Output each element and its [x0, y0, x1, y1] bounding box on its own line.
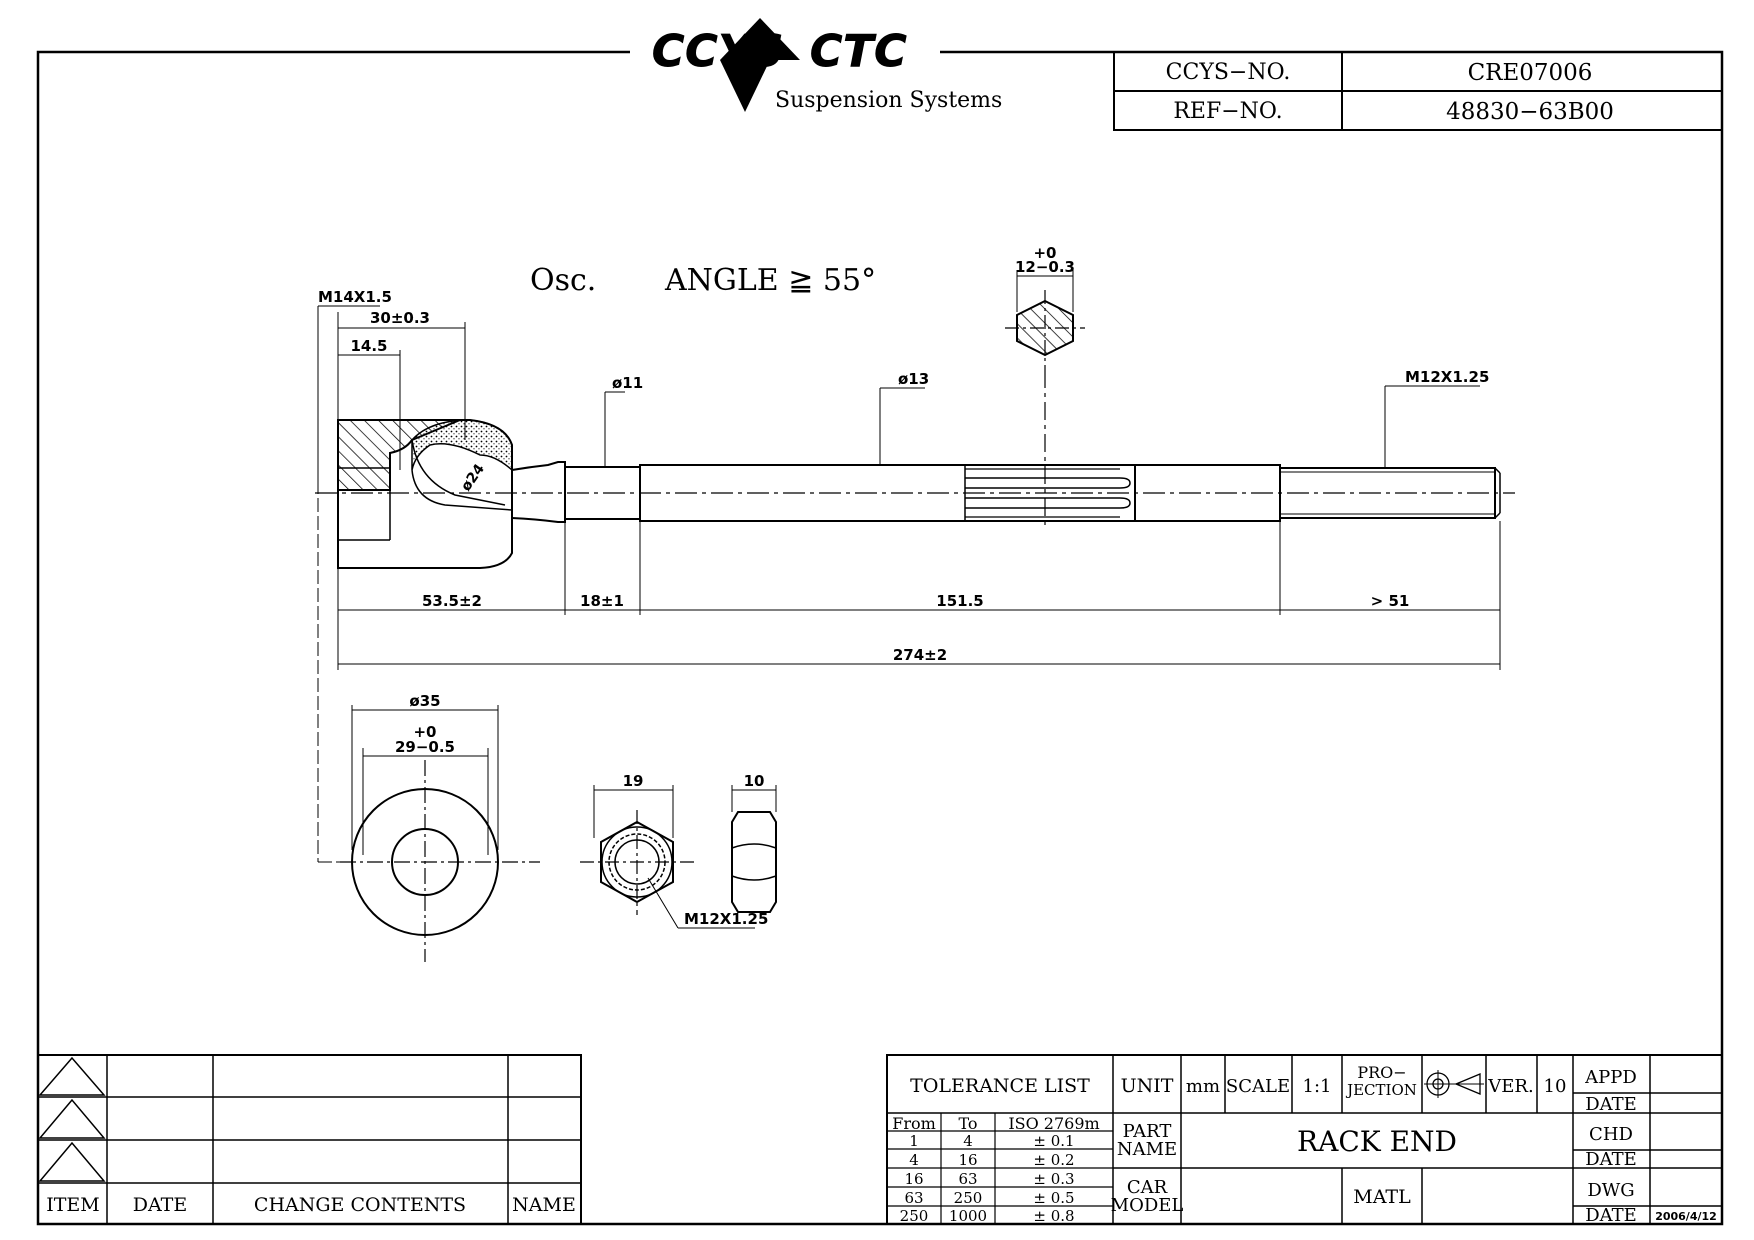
tolerance-rows: 1 4 ± 0.1 4 16 ± 0.2 16 63 ± 0.3 63 250 …	[900, 1132, 1075, 1225]
logo-tagline: Suspension Systems	[775, 88, 1002, 113]
nut-width: 19	[623, 772, 644, 790]
tolerance-title: TOLERANCE LIST	[910, 1075, 1090, 1097]
nut-side-view: 10	[731, 772, 777, 913]
ref-no-value: 48830−63B00	[1446, 99, 1614, 125]
header-table: CCYS−NO. CRE07006 REF−NO. 48830−63B00	[1113, 51, 1723, 131]
lower-dimensions: 53.5±2 18±1 151.5 > 51 274±2	[317, 480, 1501, 863]
projection-label-1: PRO−	[1357, 1063, 1406, 1082]
unit-label: UNIT	[1121, 1075, 1174, 1097]
dim-14-5: 14.5	[350, 337, 387, 355]
tol-cell: 1000	[949, 1207, 987, 1225]
rev-header-date: DATE	[133, 1194, 187, 1216]
part-name-value: RACK END	[1297, 1125, 1457, 1158]
upper-dimensions: M14X1.5 30±0.3 14.5 ø11 ø13 M12X1.25	[317, 288, 1489, 480]
svg-text:CCYS: CCYS	[652, 26, 784, 77]
ccys-no-value: CRE07006	[1468, 60, 1593, 86]
matl-label: MATL	[1353, 1186, 1411, 1208]
tol-cell: ± 0.2	[1033, 1151, 1074, 1169]
tol-cell: ± 0.1	[1033, 1132, 1074, 1150]
scale-label: SCALE	[1226, 1076, 1290, 1097]
dwg-date-value: 2006/4/12	[1655, 1210, 1717, 1223]
nut-thickness: 10	[744, 772, 765, 790]
thread-right-label: M12X1.25	[1405, 368, 1489, 386]
unit-value: mm	[1186, 1076, 1220, 1097]
dim-274: 274±2	[893, 646, 947, 664]
ccys-no-label: CCYS−NO.	[1166, 60, 1291, 85]
tol-header-from: From	[892, 1114, 936, 1133]
tol-cell: 16	[904, 1170, 923, 1188]
tol-cell: 4	[909, 1151, 919, 1169]
appd-date-label: DATE	[1585, 1094, 1637, 1115]
rev-header-item: ITEM	[46, 1194, 100, 1216]
rev-header-change: CHANGE CONTENTS	[254, 1194, 466, 1216]
revision-table: ITEM DATE CHANGE CONTENTS NAME	[37, 1054, 582, 1225]
rev-header-name: NAME	[512, 1194, 576, 1216]
tol-cell: ± 0.3	[1033, 1170, 1074, 1188]
dim-phi24: ø24	[458, 461, 488, 494]
dim-phi11: ø11	[612, 374, 643, 392]
tol-cell: ± 0.5	[1033, 1189, 1074, 1207]
part-name-label-1: PART	[1123, 1121, 1172, 1142]
dim-phi13: ø13	[898, 370, 929, 388]
tol-cell: 63	[904, 1189, 923, 1207]
dim-53-5: 53.5±2	[422, 592, 482, 610]
company-logo: CCYS CTC Suspension Systems	[630, 18, 1002, 113]
car-model-label-1: CAR	[1127, 1177, 1168, 1198]
tol-cell: 16	[958, 1151, 977, 1169]
appd-label: APPD	[1584, 1067, 1637, 1088]
tol-header-iso: ISO 2769m	[1008, 1114, 1099, 1133]
thread-left-label: M14X1.5	[318, 288, 392, 306]
dim-18: 18±1	[580, 592, 624, 610]
projection-symbol-icon	[1424, 1070, 1484, 1098]
car-model-label-2: MODEL	[1111, 1195, 1184, 1216]
sheet-border	[36, 50, 1724, 1226]
angle-note: ANGLE ≧ 55°	[664, 263, 876, 298]
ref-no-label: REF−NO.	[1173, 99, 1282, 124]
projection-label-2: JECTION	[1345, 1081, 1417, 1099]
dim-30: 30±0.3	[370, 309, 430, 327]
dim-51: > 51	[1371, 592, 1410, 610]
washer-dimension: 29−0.5	[395, 738, 455, 756]
tol-cell: 1	[909, 1132, 919, 1150]
ball-socket-housing: ø24	[337, 419, 513, 569]
ver-label: VER.	[1487, 1076, 1533, 1097]
hex-section-view: +0 12−0.3	[1005, 244, 1085, 370]
tol-cell: 250	[900, 1207, 929, 1225]
dwg-label: DWG	[1587, 1180, 1634, 1201]
chd-label: CHD	[1589, 1124, 1633, 1145]
ver-value: 10	[1544, 1076, 1567, 1097]
tol-header-to: To	[958, 1114, 977, 1133]
chd-date-label: DATE	[1585, 1149, 1637, 1170]
part-name-label-2: NAME	[1117, 1139, 1177, 1160]
dwg-date-label: DATE	[1585, 1205, 1637, 1226]
title-block: TOLERANCE LIST From To ISO 2769m 1 4 ± 0…	[886, 1054, 1723, 1226]
tol-cell: 63	[958, 1170, 977, 1188]
tol-cell: 4	[963, 1132, 973, 1150]
washer-tol: +0	[413, 723, 436, 741]
washer-view: ø35 +0 29−0.5	[340, 692, 540, 962]
angle-note-prefix: Osc.	[530, 263, 596, 298]
dim-151-5: 151.5	[936, 592, 983, 610]
nut-front-view: 19 M12X1.25	[580, 772, 768, 929]
tol-cell: ± 0.8	[1033, 1207, 1074, 1225]
scale-value: 1:1	[1303, 1076, 1332, 1097]
tie-rod-shaft	[511, 461, 1501, 523]
svg-text:CTC: CTC	[810, 26, 908, 77]
dim-phi35: ø35	[409, 692, 440, 710]
nut-thread: M12X1.25	[684, 910, 768, 928]
tol-cell: 250	[954, 1189, 983, 1207]
hex-tol: +0	[1033, 244, 1056, 262]
hex-dimension: 12−0.3	[1015, 258, 1075, 276]
